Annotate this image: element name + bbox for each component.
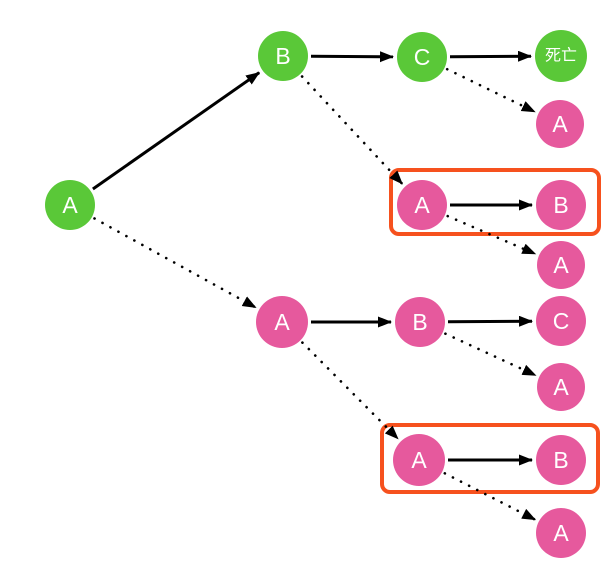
node-circle xyxy=(535,30,587,82)
edge-mid-b-to-mid-c-solid xyxy=(447,315,533,327)
node-label: A xyxy=(552,111,568,137)
node-top-b: B xyxy=(258,31,308,81)
node-label: B xyxy=(553,192,568,218)
node-box2-a: A xyxy=(393,434,445,486)
node-label: A xyxy=(553,520,569,546)
node-circle xyxy=(536,100,584,148)
node-circle xyxy=(256,296,308,348)
edge-top-c-to-relapse-a1-dotted xyxy=(445,67,537,114)
node-mid-c: C xyxy=(536,296,586,346)
node-circle xyxy=(397,32,447,82)
node-label: C xyxy=(414,44,431,70)
node-root-a: A xyxy=(45,180,95,230)
node-box2-b: B xyxy=(536,435,586,485)
node-mid-b: B xyxy=(395,297,445,347)
node-circle xyxy=(536,435,586,485)
node-relapse-a4: A xyxy=(536,508,586,558)
node-circle xyxy=(395,297,445,347)
node-circle xyxy=(45,180,95,230)
node-circle xyxy=(397,180,447,230)
node-label: B xyxy=(553,447,568,473)
node-label: C xyxy=(553,308,570,334)
edge-mid-b-to-relapse-a3-dotted xyxy=(444,332,537,377)
node-circle xyxy=(536,508,586,558)
node-label: A xyxy=(274,309,290,335)
node-circle xyxy=(258,31,308,81)
node-circle xyxy=(537,241,585,289)
node-label: A xyxy=(62,192,78,218)
node-box1-a: A xyxy=(397,180,447,230)
edge-box2-a-to-relapse-a4-dotted xyxy=(443,471,537,522)
highlight-box-2 xyxy=(380,423,600,494)
node-circle xyxy=(393,434,445,486)
node-label: B xyxy=(412,309,427,335)
node-relapse-a1: A xyxy=(536,100,584,148)
node-label: 死亡 xyxy=(545,47,577,65)
node-box1-b: B xyxy=(536,180,586,230)
node-circle xyxy=(536,180,586,230)
edge-root-a-to-top-b-solid xyxy=(92,71,261,191)
node-label: A xyxy=(411,447,427,473)
edge-top-c-to-death-solid xyxy=(449,50,532,62)
node-circle xyxy=(537,363,585,411)
node-relapse-a2: A xyxy=(537,241,585,289)
node-label: A xyxy=(553,252,569,278)
edge-top-b-to-top-c-solid xyxy=(310,51,394,63)
node-death: 死亡 xyxy=(535,30,587,82)
node-circle xyxy=(536,296,586,346)
node-label: A xyxy=(553,374,569,400)
node-top-c: C xyxy=(397,32,447,82)
node-mid-a: A xyxy=(256,296,308,348)
edge-root-a-to-mid-a-dotted xyxy=(93,217,257,309)
node-label: A xyxy=(414,192,430,218)
node-label: B xyxy=(275,43,290,69)
edge-top-b-to-box1-a-dotted xyxy=(300,75,404,186)
node-relapse-a3: A xyxy=(537,363,585,411)
edge-mid-a-to-box2-a-dotted xyxy=(301,341,400,441)
highlight-box-1 xyxy=(389,168,601,236)
